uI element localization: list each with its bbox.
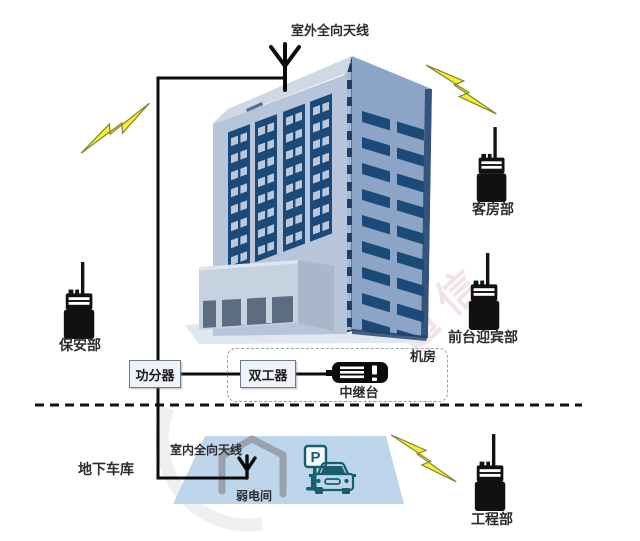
dept-label-front-desk: 前台迎宾部	[448, 329, 518, 345]
parking-sign-letter: P	[310, 449, 320, 466]
walkie-talkie-icon-security	[63, 262, 95, 340]
building-podium	[199, 260, 334, 331]
building-roof	[211, 56, 352, 125]
walkie-talkie-icon-housekeeping	[476, 127, 507, 202]
machine-room-box	[227, 348, 448, 402]
walkie-talkie-icon-front-desk	[468, 253, 500, 330]
building-illustration	[185, 56, 432, 344]
machine-room-label: 机房	[410, 349, 437, 364]
lightning-icon-top-right	[425, 64, 497, 115]
dept-label-security: 保安部	[59, 337, 101, 353]
weak-current-room-label: 弱电间	[235, 489, 273, 503]
duplexer-box: 双工器	[240, 360, 296, 388]
car-icon	[309, 461, 356, 494]
lightning-icon-bottom-right	[390, 434, 457, 483]
outdoor-antenna-icon	[269, 42, 301, 92]
garage-shed-icon	[218, 435, 287, 498]
feeder-wire	[156, 76, 285, 480]
lightning-icon-top-left	[80, 102, 150, 154]
indoor-antenna-label: 室内全向天线	[170, 443, 243, 457]
underground-garage-label: 地下车库	[78, 461, 134, 477]
garage-area: P	[173, 435, 404, 504]
indoor-antenna-icon	[237, 454, 257, 480]
repeater-device-icon	[326, 362, 388, 383]
dept-label-engineering: 工程部	[471, 511, 513, 527]
dept-label-housekeeping: 客房部	[472, 201, 514, 217]
parking-sign-icon: P	[303, 444, 328, 491]
outdoor-antenna-label: 室外全向天线	[290, 23, 370, 38]
power-divider-box: 功分器	[129, 360, 181, 388]
walkie-talkie-icon-engineering	[474, 434, 506, 511]
repeater-label: 中继台	[339, 385, 379, 400]
